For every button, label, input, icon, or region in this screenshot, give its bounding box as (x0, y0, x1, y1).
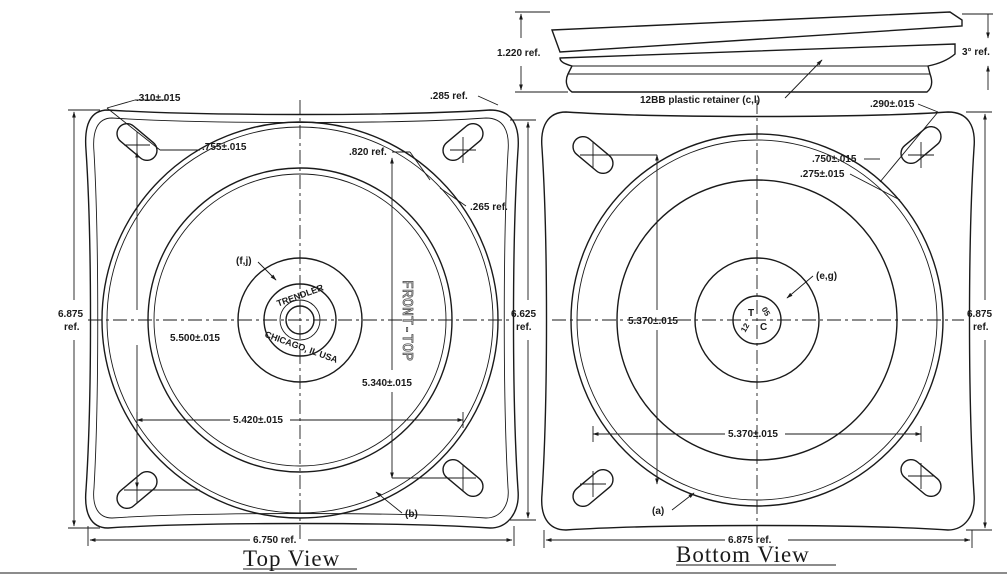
top-tr-slot-width-dim: .285 ref. (430, 91, 468, 102)
top-hole-spacing-v-dim: 5.500±.015 (170, 333, 220, 344)
bottom-hole-spacing-bottom-dim: 5.370±.015 (728, 429, 778, 440)
bottom-stamp: T 12 C 05 (739, 306, 772, 334)
top-hole-spacing-h-dim: 5.420±.015 (233, 415, 283, 426)
side-angle-dim: 3° ref. (962, 47, 990, 58)
top-ring-note: (b) (405, 509, 418, 520)
bottom-height-ref: ref. (973, 322, 989, 333)
top-hub-disc (237, 257, 363, 383)
top-height-ref: ref. (64, 322, 80, 333)
top-height-dim: 6.875 (58, 309, 83, 320)
top-tr-slot-gap-dim: .265 ref. (470, 202, 508, 213)
top-slot-offset-dim: .755±.015 (202, 142, 247, 153)
bottom-view: T 12 C 05 .290±.015 .750±.015 (541, 99, 992, 567)
bottom-stamp-12: 12 (739, 321, 752, 334)
side-height-dim: 1.220 ref. (497, 48, 541, 59)
bottom-view-title: Bottom View (676, 542, 810, 567)
bottom-slot-tr (900, 125, 942, 168)
bottom-stamp-c: C (760, 322, 767, 333)
top-view-title: Top View (243, 546, 340, 571)
front-top-label: FRONT-TOP (398, 280, 415, 361)
bottom-ring-note: (a) (652, 506, 664, 517)
top-plate-outline (84, 109, 519, 529)
bottom-outer-ring (570, 133, 944, 507)
top-inner-height-dim: 6.625 (511, 309, 536, 320)
bottom-plate-outline (541, 111, 975, 531)
top-tr-slot-offset-dim: .820 ref. (349, 147, 387, 158)
top-width-dim: 6.750 ref. (253, 535, 297, 546)
top-hole-spacing-v2-dim: 5.340±.015 (362, 378, 412, 389)
bottom-tr-slot-gap-dim: .275±.015 (800, 169, 845, 180)
bottom-hole-spacing-inner-dim: 5.370±.015 (628, 316, 678, 327)
top-outer-ring (101, 121, 499, 519)
bottom-slot-bl (572, 468, 614, 508)
bottom-tr-slot-offset-dim: .750±.015 (812, 154, 857, 165)
side-view: 1.220 ref. 3° ref. 12BB plastic retainer… (497, 11, 993, 106)
retainer-note: 12BB plastic retainer (c,l) (640, 95, 760, 106)
top-inner-height-ref: ref. (516, 322, 532, 333)
top-hub-note: (f,j) (236, 256, 252, 267)
top-view: TRENDLER CHICAGO, IL USA FRONT-TOP .310±… (58, 91, 536, 571)
bottom-width-dim: 6.875 ref. (728, 535, 772, 546)
bottom-stamp-05: 05 (760, 306, 773, 319)
top-slot-width-dim: .310±.015 (136, 93, 181, 104)
bottom-hub-note: (e,g) (816, 271, 837, 282)
bottom-hub-disc (694, 257, 820, 383)
bottom-height-dim: 6.875 (967, 309, 992, 320)
top-slot-tr (442, 122, 484, 163)
bottom-slot-br (900, 458, 942, 498)
bottom-stamp-t: T (748, 308, 754, 319)
bottom-tr-slot-width-dim: .290±.015 (870, 99, 915, 110)
